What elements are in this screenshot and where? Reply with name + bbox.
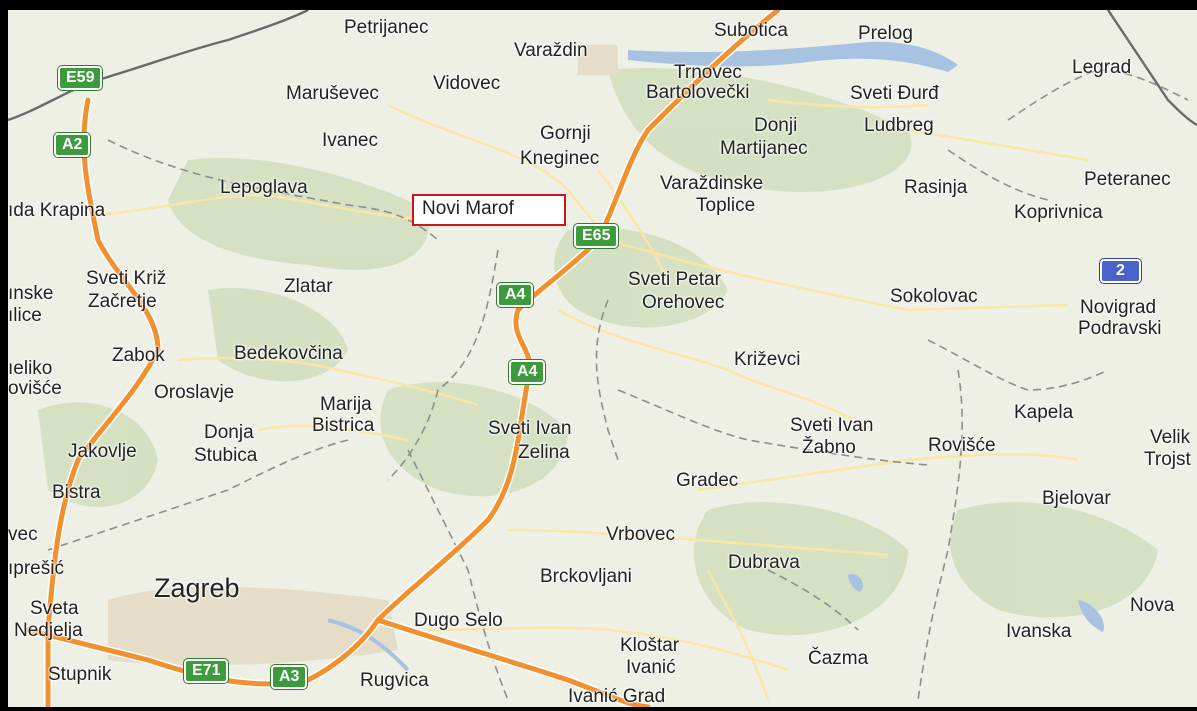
label-inske[interactable]: ınske — [8, 283, 54, 304]
label-sokolovac[interactable]: Sokolovac — [890, 286, 978, 307]
label-sveti-durd[interactable]: Sveti Đurđ — [850, 83, 939, 104]
label-cazma[interactable]: Čazma — [808, 648, 869, 669]
label-brckovljani[interactable]: Brckovljani — [540, 566, 632, 587]
label-marusevec[interactable]: Maruševec — [286, 83, 379, 104]
label-subotica[interactable]: Subotica — [714, 20, 788, 41]
label-jakovlje[interactable]: Jakovlje — [68, 441, 137, 462]
shield-a3: A3 — [271, 665, 308, 689]
label-ovisce[interactable]: ovišće — [8, 378, 62, 399]
label-novigrad[interactable]: Novigrad — [1080, 297, 1157, 318]
label-zabok[interactable]: Zabok — [112, 345, 165, 366]
label-zacretje[interactable]: Začretje — [88, 291, 157, 312]
label-zapresic[interactable]: ıprešić — [8, 558, 64, 579]
label-veliko[interactable]: ıeliko — [8, 358, 53, 379]
shield-a2: A2 — [54, 133, 91, 157]
label-rugvica[interactable]: Rugvica — [360, 670, 429, 691]
label-lepoglava[interactable]: Lepoglava — [220, 177, 308, 198]
label-legrad[interactable]: Legrad — [1072, 57, 1132, 78]
label-sveti-ivan-zelina[interactable]: Sveti Ivan — [488, 418, 572, 439]
shield-a4-south: A4 — [509, 360, 546, 384]
label-bistra[interactable]: Bistra — [52, 482, 101, 503]
label-orehovec[interactable]: Orehovec — [642, 292, 725, 313]
highlight-box — [412, 194, 566, 226]
label-bedekovcina[interactable]: Bedekovčina — [234, 343, 343, 364]
label-zagreb[interactable]: Zagreb — [154, 573, 240, 603]
label-ivanic[interactable]: Ivanić — [626, 657, 676, 678]
label-zlatar[interactable]: Zlatar — [284, 276, 333, 297]
shield-a4-north: A4 — [497, 283, 534, 307]
label-oroslavje[interactable]: Oroslavje — [154, 382, 235, 403]
label-kapela[interactable]: Kapela — [1014, 402, 1074, 423]
label-lice[interactable]: ılice — [8, 305, 42, 326]
label-stubica[interactable]: Stubica — [194, 445, 258, 466]
label-dugo-selo[interactable]: Dugo Selo — [414, 610, 503, 631]
label-sveti-petar[interactable]: Sveti Petar — [628, 269, 721, 290]
label-zabno[interactable]: Žabno — [802, 437, 856, 458]
label-dubrava[interactable]: Dubrava — [728, 552, 800, 573]
label-kneginec[interactable]: Kneginec — [520, 148, 600, 169]
label-bjelovar[interactable]: Bjelovar — [1042, 488, 1111, 509]
label-marija[interactable]: Marija — [320, 394, 372, 415]
label-gradec[interactable]: Gradec — [676, 470, 739, 491]
label-vrbovec[interactable]: Vrbovec — [606, 524, 675, 545]
label-peteranec[interactable]: Peteranec — [1084, 169, 1171, 190]
shield-e71: E71 — [184, 659, 229, 683]
label-nova[interactable]: Nova — [1130, 595, 1175, 616]
label-sveti-ivan-zabno[interactable]: Sveti Ivan — [790, 415, 874, 436]
label-bistrica[interactable]: Bistrica — [312, 415, 375, 436]
label-rasinja[interactable]: Rasinja — [904, 177, 968, 198]
label-toplice[interactable]: Toplice — [696, 195, 756, 216]
label-varazdinske[interactable]: Varaždinske — [660, 173, 764, 194]
label-trojst[interactable]: Trojst — [1144, 449, 1191, 470]
label-zelina[interactable]: Zelina — [518, 442, 570, 463]
label-klostar[interactable]: Kloštar — [620, 635, 680, 656]
label-vidovec[interactable]: Vidovec — [433, 73, 501, 94]
shield-e65: E65 — [574, 224, 619, 248]
label-trnovec[interactable]: Trnovec — [674, 62, 742, 83]
shield-route-2: 2 — [1100, 259, 1141, 283]
label-podravski[interactable]: Podravski — [1078, 318, 1162, 339]
label-prelog[interactable]: Prelog — [858, 23, 913, 44]
label-krapina[interactable]: ıda Krapina — [8, 200, 106, 221]
label-vec[interactable]: vec — [8, 524, 38, 545]
label-koprivnica[interactable]: Koprivnica — [1014, 202, 1103, 223]
label-nedjelja[interactable]: Nedjelja — [14, 620, 83, 641]
label-gornji[interactable]: Gornji — [540, 123, 591, 144]
label-donja[interactable]: Donja — [204, 422, 254, 443]
shield-e59: E59 — [58, 66, 103, 90]
label-ivanec[interactable]: Ivanec — [322, 130, 378, 151]
label-ivanic-grad[interactable]: Ivanić Grad — [568, 686, 666, 707]
label-petrijanec[interactable]: Petrijanec — [344, 17, 429, 38]
label-ludbreg[interactable]: Ludbreg — [864, 115, 934, 136]
label-novi-marof[interactable]: Novi Marof — [422, 198, 514, 219]
label-krizevci[interactable]: Križevci — [734, 349, 801, 370]
label-velik[interactable]: Velik — [1150, 427, 1191, 448]
label-donji[interactable]: Donji — [754, 115, 798, 136]
map-base-layer — [8, 10, 1197, 707]
label-stupnik[interactable]: Stupnik — [48, 664, 112, 685]
label-rovisce[interactable]: Rovišće — [928, 435, 996, 456]
map-canvas[interactable]: Novi Marof E59 A2 E65 A4 A4 2 E71 A3 Pet… — [8, 10, 1197, 707]
label-sveta[interactable]: Sveta — [30, 598, 79, 619]
label-martijanec[interactable]: Martijanec — [720, 138, 808, 159]
label-bartolovecki[interactable]: Bartolovečki — [646, 82, 750, 103]
label-varazdin[interactable]: Varaždin — [514, 40, 588, 61]
label-ivanska[interactable]: Ivanska — [1006, 621, 1072, 642]
label-sveti-kriz[interactable]: Sveti Križ — [86, 268, 167, 289]
